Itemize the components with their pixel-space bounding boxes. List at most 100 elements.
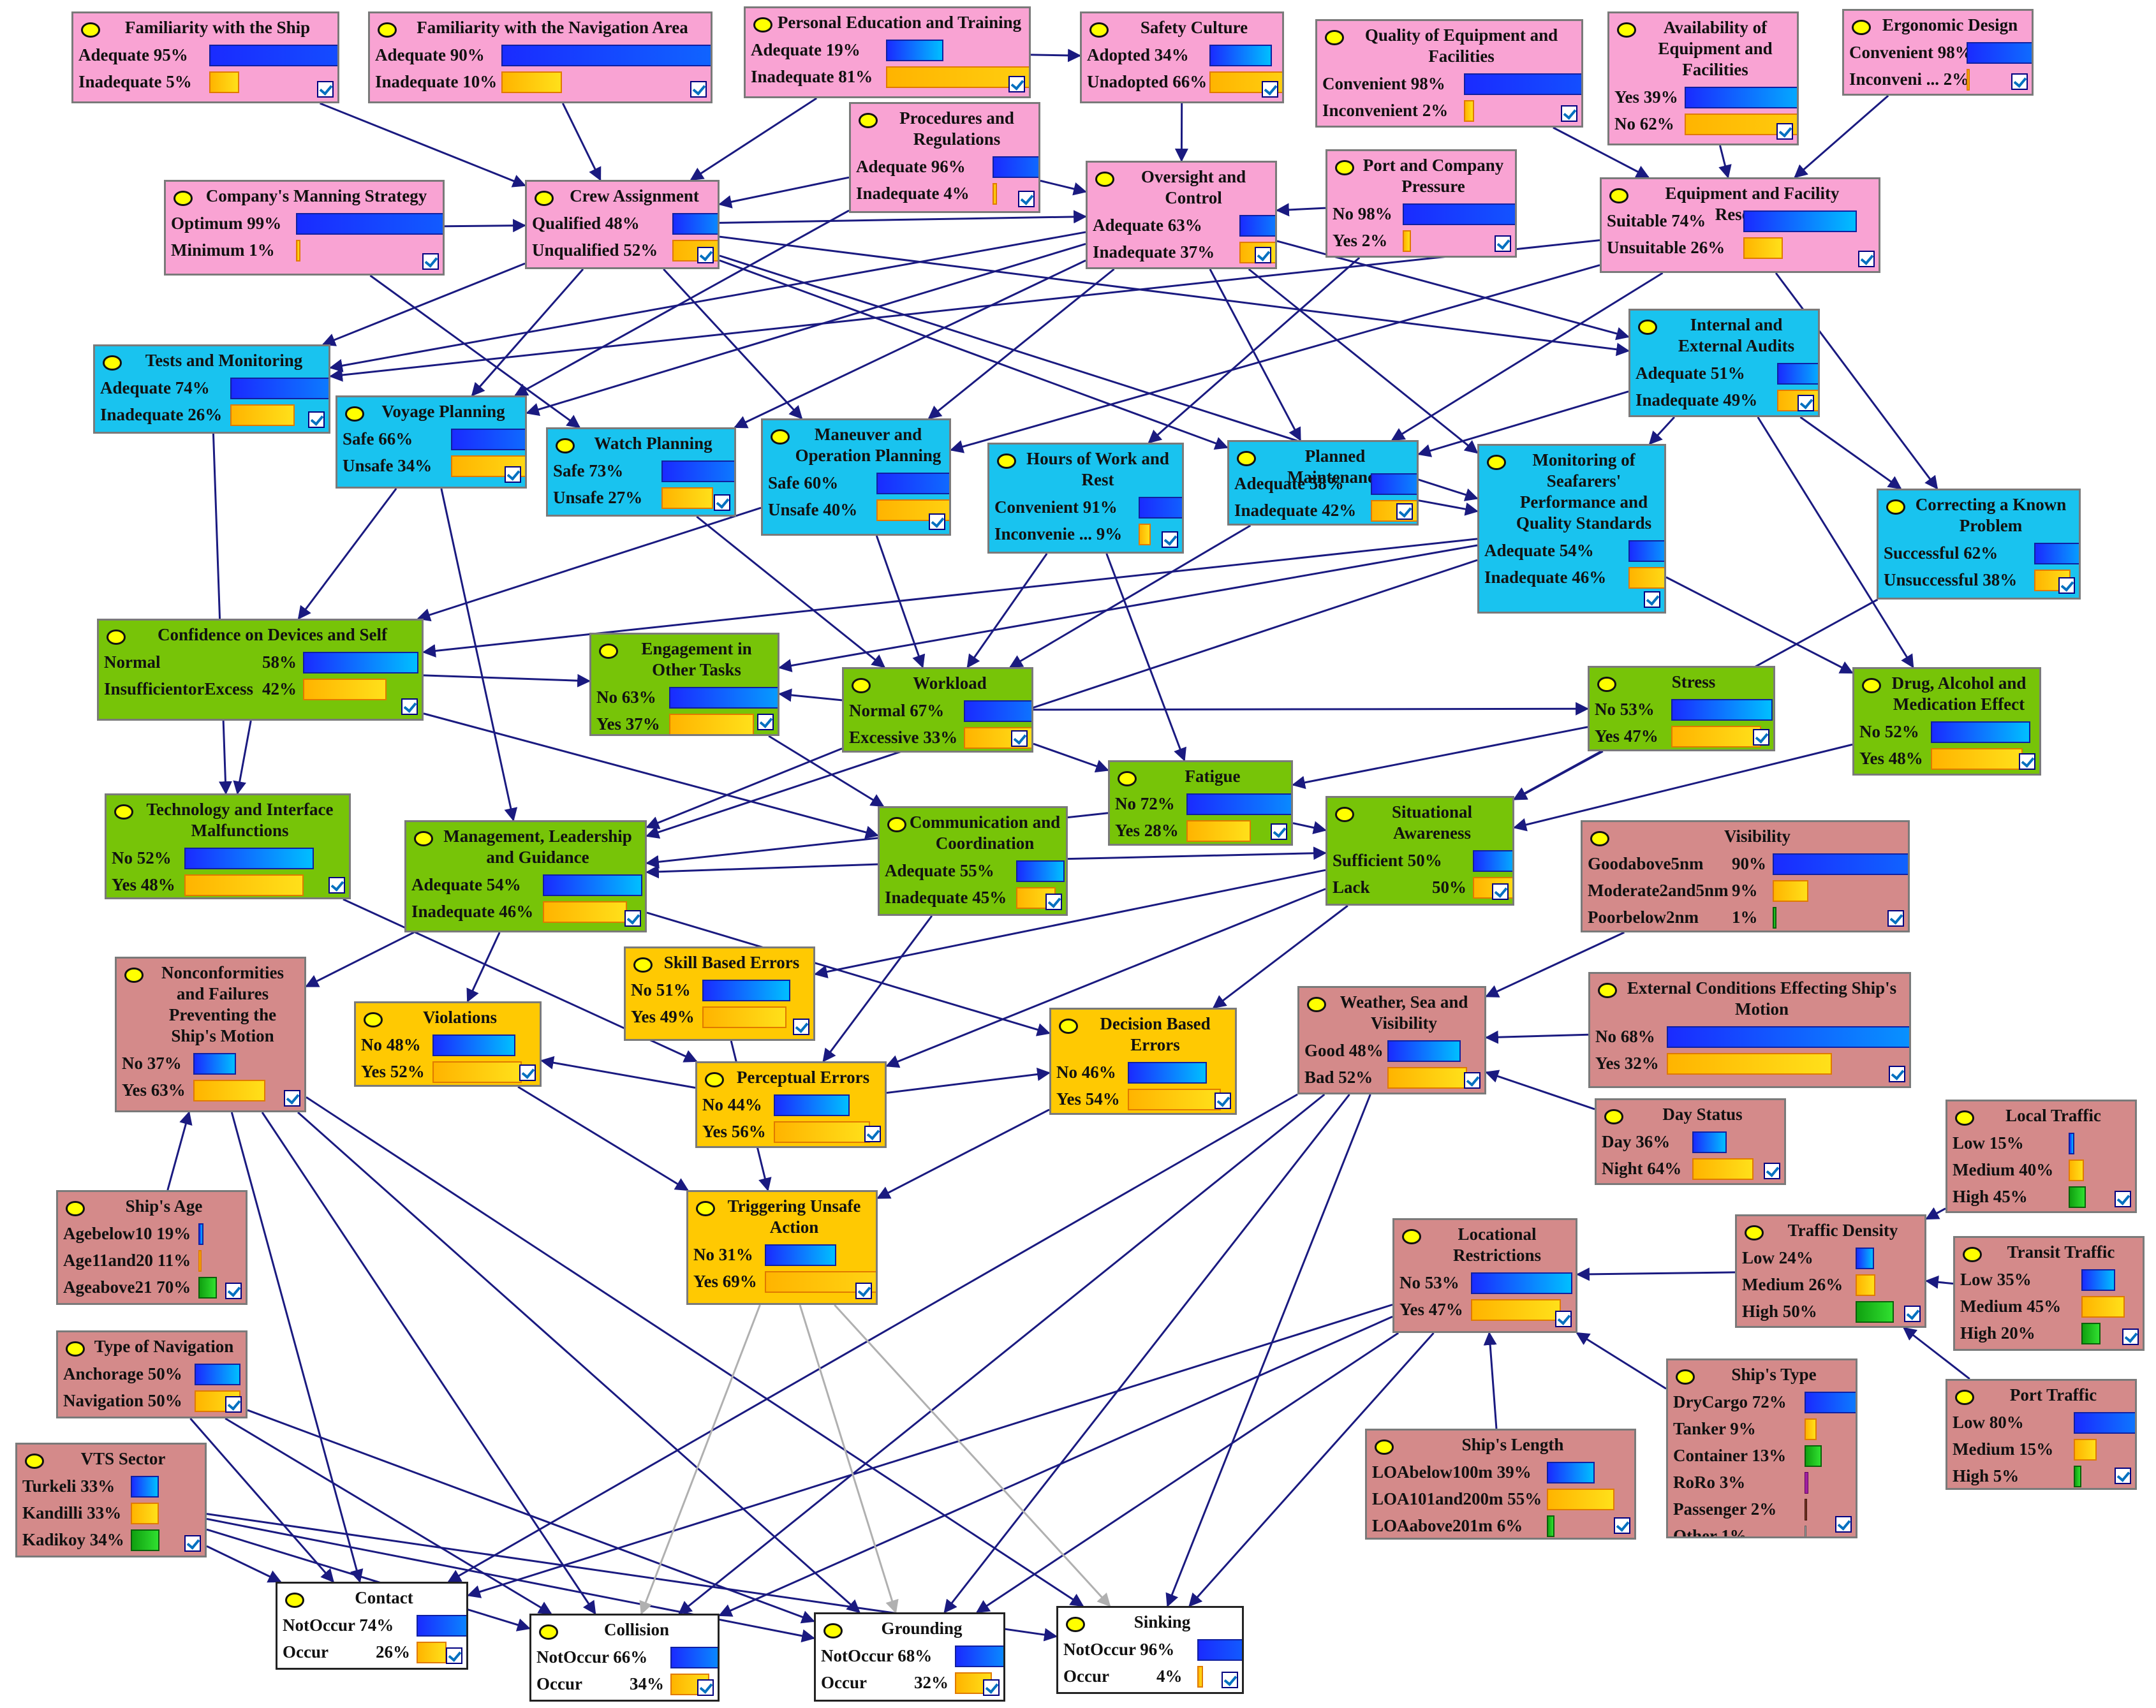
node-checkbox-icon[interactable]: [446, 1647, 462, 1664]
node-checkbox-icon[interactable]: [1008, 76, 1025, 92]
node-checkbox-icon[interactable]: [1555, 1311, 1572, 1327]
node-checkbox-icon[interactable]: [2011, 73, 2028, 90]
node-checkbox-icon[interactable]: [983, 1679, 1000, 1696]
node-checkbox-icon[interactable]: [2115, 1191, 2131, 1207]
node-checkbox-icon[interactable]: [225, 1396, 242, 1413]
node-checkbox-icon[interactable]: [284, 1090, 300, 1107]
node-checkbox-icon[interactable]: [308, 411, 325, 428]
node-checkbox-icon[interactable]: [401, 698, 418, 715]
node-checkbox-icon[interactable]: [757, 714, 774, 730]
node-checkbox-icon[interactable]: [422, 253, 439, 270]
node-checkbox-icon[interactable]: [1798, 395, 1814, 411]
node-checkbox-icon[interactable]: [1644, 591, 1660, 608]
node-checkbox-icon[interactable]: [1045, 894, 1062, 910]
node-checkbox-icon[interactable]: [519, 1064, 536, 1081]
node-checkbox-icon[interactable]: [1889, 1066, 1905, 1082]
node-checkbox-icon[interactable]: [1162, 531, 1178, 548]
node-checkbox-icon[interactable]: [1495, 235, 1511, 252]
node-checkbox-icon[interactable]: [184, 1535, 201, 1552]
node-checkbox-icon[interactable]: [1904, 1306, 1921, 1322]
node-equip_avail[interactable]: Availability of Equipment and Facilities…: [1607, 11, 1799, 145]
node-checkbox-icon[interactable]: [1262, 81, 1278, 98]
node-checkbox-icon[interactable]: [1858, 251, 1875, 267]
node-checkbox-icon[interactable]: [697, 247, 714, 263]
node-checkbox-icon[interactable]: [1561, 105, 1577, 122]
node-checkbox-icon[interactable]: [1835, 1516, 1852, 1533]
node-checkbox-icon[interactable]: [1464, 1072, 1480, 1089]
node-monitoring[interactable]: Monitoring of Seafarers' Performance and…: [1477, 444, 1666, 614]
node-checkbox-icon[interactable]: [690, 81, 707, 98]
node-checkbox-icon[interactable]: [1887, 910, 1904, 927]
node-checkbox-icon[interactable]: [697, 1679, 714, 1696]
node-checkbox-icon[interactable]: [1018, 191, 1035, 207]
node-checkbox-icon[interactable]: [714, 494, 730, 511]
node-external[interactable]: External Conditions Effecting Ship's Mot…: [1588, 972, 1911, 1088]
node-checkbox-icon[interactable]: [2019, 753, 2035, 770]
node-checkbox-icon[interactable]: [1396, 503, 1413, 520]
node-checkbox-icon[interactable]: [624, 910, 641, 927]
node-checkbox-icon[interactable]: [1776, 123, 1793, 140]
node-checkbox-icon[interactable]: [1764, 1163, 1780, 1179]
node-checkbox-icon[interactable]: [1222, 1672, 1238, 1688]
node-checkbox-icon[interactable]: [505, 466, 521, 483]
node-checkbox-icon[interactable]: [864, 1126, 881, 1142]
node-checkbox-icon[interactable]: [929, 513, 945, 530]
node-checkbox-icon[interactable]: [1614, 1517, 1630, 1534]
node-checkbox-icon[interactable]: [1753, 729, 1769, 746]
node-checkbox-icon[interactable]: [1271, 823, 1287, 840]
node-checkbox-icon[interactable]: [2122, 1329, 2139, 1345]
node-nonconf[interactable]: Nonconformities and Failures Preventing …: [115, 957, 306, 1112]
node-checkbox-icon[interactable]: [855, 1283, 872, 1299]
node-checkbox-icon[interactable]: [1011, 730, 1028, 747]
node-checkbox-icon[interactable]: [1255, 247, 1271, 263]
node-checkbox-icon[interactable]: [225, 1283, 242, 1299]
node-checkbox-icon[interactable]: [1215, 1093, 1231, 1109]
node-equip_res[interactable]: Equipment and Facility ResourcesSuitable…: [1600, 177, 1880, 273]
node-checkbox-icon[interactable]: [793, 1019, 809, 1035]
node-checkbox-icon[interactable]: [2115, 1468, 2131, 1484]
